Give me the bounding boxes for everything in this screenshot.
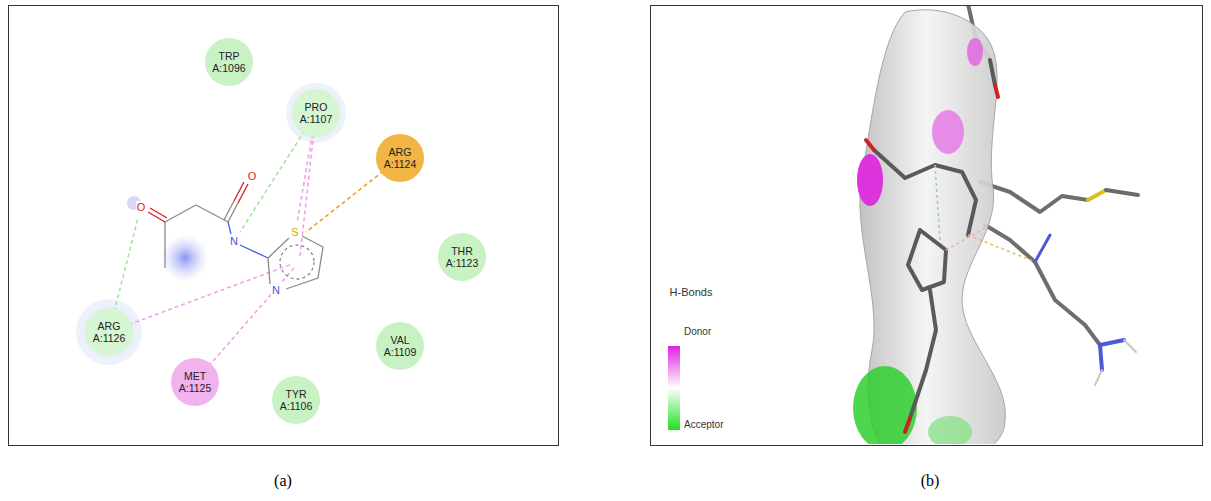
ligand-bonds bbox=[148, 182, 323, 289]
residue-label: TRP A:1096 bbox=[209, 50, 249, 74]
legend-label: Donor bbox=[684, 326, 711, 337]
residue-label: ARG A:1126 bbox=[89, 320, 129, 344]
residue-circle: PRO A:1107 bbox=[292, 89, 340, 137]
panel-frame bbox=[9, 6, 559, 446]
residue-circle: MET A:1125 bbox=[171, 358, 219, 406]
atom-label: N bbox=[229, 235, 239, 247]
residue-label: TYR A:1106 bbox=[276, 388, 316, 412]
panel-caption: (b) bbox=[921, 472, 940, 490]
legend-swatch bbox=[668, 388, 680, 430]
panel-caption: (a) bbox=[274, 472, 292, 490]
residue-label: MET A:1125 bbox=[175, 370, 215, 394]
atom-label: S bbox=[290, 226, 299, 238]
pi-alkyl-blob bbox=[161, 234, 209, 282]
residue-circle: ARG A:1126 bbox=[85, 308, 133, 356]
atom-label: O bbox=[136, 201, 147, 213]
interaction-lines bbox=[109, 113, 400, 382]
atom-label: O bbox=[247, 170, 258, 182]
residue-label: ARG A:1124 bbox=[380, 146, 420, 170]
residue-label: VAL A:1109 bbox=[380, 334, 420, 358]
residue-circle: THR A:1123 bbox=[438, 233, 486, 281]
residue-label: PRO A:1107 bbox=[296, 101, 336, 125]
residue-halo bbox=[76, 299, 142, 365]
residue-circle: VAL A:1109 bbox=[376, 322, 424, 370]
surface-render bbox=[853, 6, 1138, 444]
legend-swatch bbox=[668, 346, 680, 388]
legend-label: Acceptor bbox=[684, 419, 723, 430]
legend-title: H-Bonds bbox=[670, 286, 713, 298]
atom-label: N bbox=[271, 284, 281, 296]
residue-halo bbox=[286, 83, 346, 143]
residue-circle: ARG A:1124 bbox=[376, 134, 424, 182]
residue-circle: TRP A:1096 bbox=[205, 38, 253, 86]
residue-circle: TYR A:1106 bbox=[272, 376, 320, 424]
residue-label: THR A:1123 bbox=[442, 245, 482, 269]
